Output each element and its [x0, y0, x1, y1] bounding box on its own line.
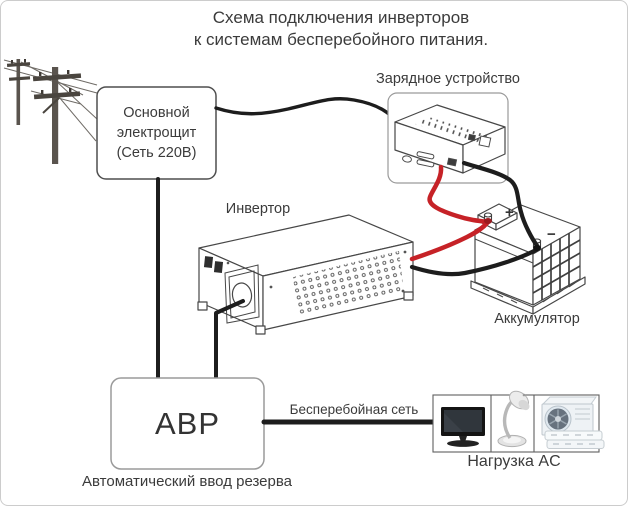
desk-lamp-icon	[497, 390, 530, 448]
power-pole-icon	[3, 59, 98, 164]
negative-clamp	[533, 245, 541, 251]
wire-inverter-battery-negative	[409, 247, 539, 277]
main-panel-label: Основной электрощит (Сеть 220В)	[97, 87, 216, 179]
load-strip	[432, 390, 605, 453]
main-panel-label-line1: Основной	[123, 105, 190, 121]
wire-charger-battery-positive	[427, 164, 491, 225]
inverter-label: Инвертор	[225, 201, 291, 217]
battery-plus-sign: +	[505, 204, 514, 221]
battery-minus-sign: −	[547, 226, 556, 243]
charger-device	[394, 104, 506, 174]
page-title-line2: к системам бесперебойного питания.	[193, 30, 489, 49]
avr-caption: Автоматический ввод резерва	[82, 473, 292, 490]
positive-clamp	[484, 218, 492, 224]
avr-label: АВР	[154, 405, 221, 441]
inverter-device	[197, 214, 414, 335]
battery-label: Аккумулятор	[494, 311, 580, 327]
wire-inverter-battery-positive	[409, 219, 491, 262]
monitor-icon	[441, 407, 485, 447]
ups-net-label: Бесперебойная сеть	[289, 402, 419, 417]
main-panel-label-line2: электрощит	[116, 125, 197, 141]
main-panel-label-line3: (Сеть 220В)	[116, 145, 197, 161]
air-conditioner-icon	[541, 396, 605, 449]
page-title: Схема подключения инверторов к системам …	[61, 7, 621, 51]
wire-inverter-to-avr	[214, 299, 245, 380]
charger-label: Зарядное устройство	[376, 71, 520, 87]
load-label: Нагрузка AC	[467, 453, 561, 470]
page-title-line1: Схема подключения инверторов	[212, 8, 470, 27]
wire-charger-battery-negative	[461, 160, 541, 250]
wire-panel-to-charger	[214, 97, 400, 127]
